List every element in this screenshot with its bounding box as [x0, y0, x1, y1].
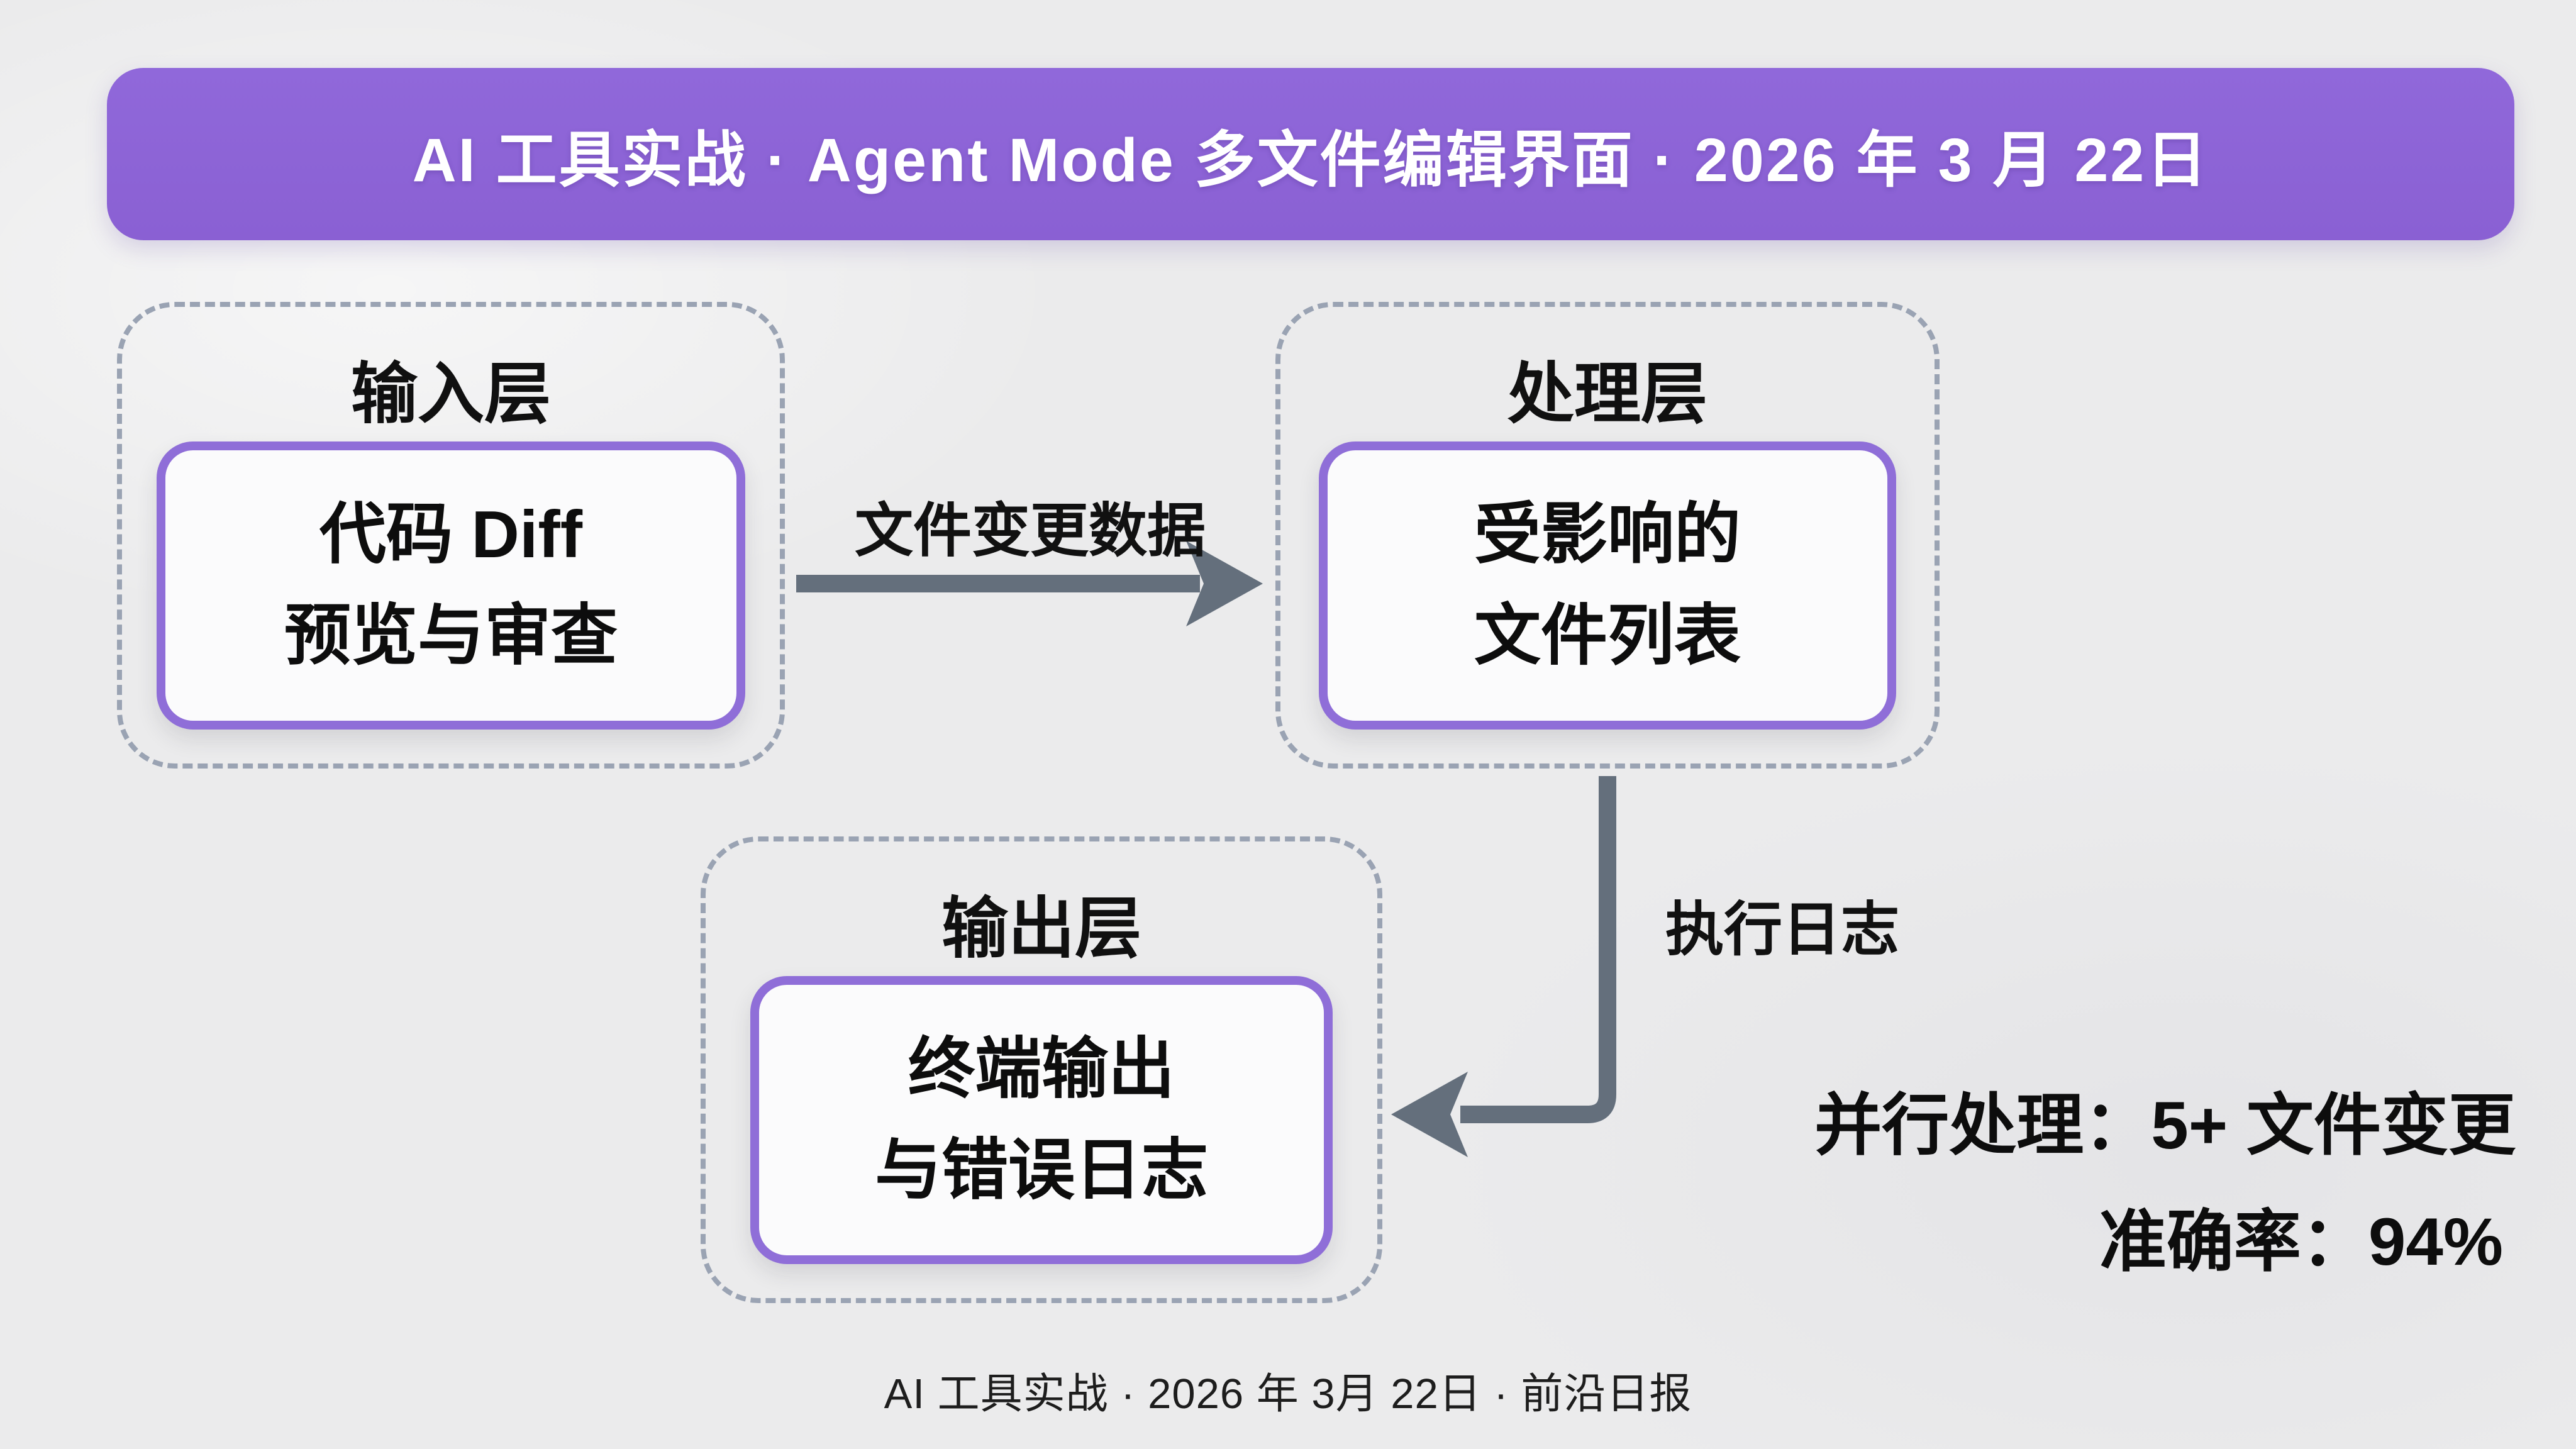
node-text-line: 文件列表	[1474, 599, 1741, 673]
stat-accuracy: 准确率：94%	[2099, 1204, 2503, 1280]
layer-title-output: 输出层	[941, 892, 1141, 966]
node-card-code-diff: 代码 Diff 预览与审查	[157, 441, 745, 730]
node-text-line: 预览与审查	[284, 599, 618, 673]
node-text-line: 终端输出	[908, 1031, 1175, 1106]
stat-parallel-processing: 并行处理：5+ 文件变更	[1814, 1087, 2516, 1163]
layer-title-input: 输入层	[351, 357, 551, 431]
page-title: AI 工具实战 · Agent Mode 多文件编辑界面 · 2026 年 3 …	[412, 125, 2209, 194]
node-text-line: 与错误日志	[875, 1133, 1208, 1208]
arrow-process-to-output	[1391, 776, 1616, 1157]
layer-box-output: 输出层 终端输出 与错误日志	[701, 836, 1382, 1303]
node-text-line: 受影响的	[1474, 497, 1741, 572]
node-card-terminal-output: 终端输出 与错误日志	[750, 976, 1333, 1264]
title-banner: AI 工具实战 · Agent Mode 多文件编辑界面 · 2026 年 3 …	[107, 68, 2514, 240]
node-card-affected-files: 受影响的 文件列表	[1319, 441, 1896, 730]
layer-box-input: 输入层 代码 Diff 预览与审查	[117, 302, 785, 769]
layer-title-process: 处理层	[1507, 357, 1707, 431]
layer-box-process: 处理层 受影响的 文件列表	[1275, 302, 1940, 769]
node-text-line: 代码 Diff	[319, 497, 583, 572]
footer-caption: AI 工具实战 · 2026 年 3月 22日 · 前沿日报	[884, 1370, 1692, 1418]
stats-block: 并行处理：5+ 文件变更 准确率：94%	[1814, 1082, 2516, 1285]
edge-label-execution-log: 执行日志	[1665, 897, 1899, 962]
edge-label-file-change-data: 文件变更数据	[855, 498, 1206, 564]
